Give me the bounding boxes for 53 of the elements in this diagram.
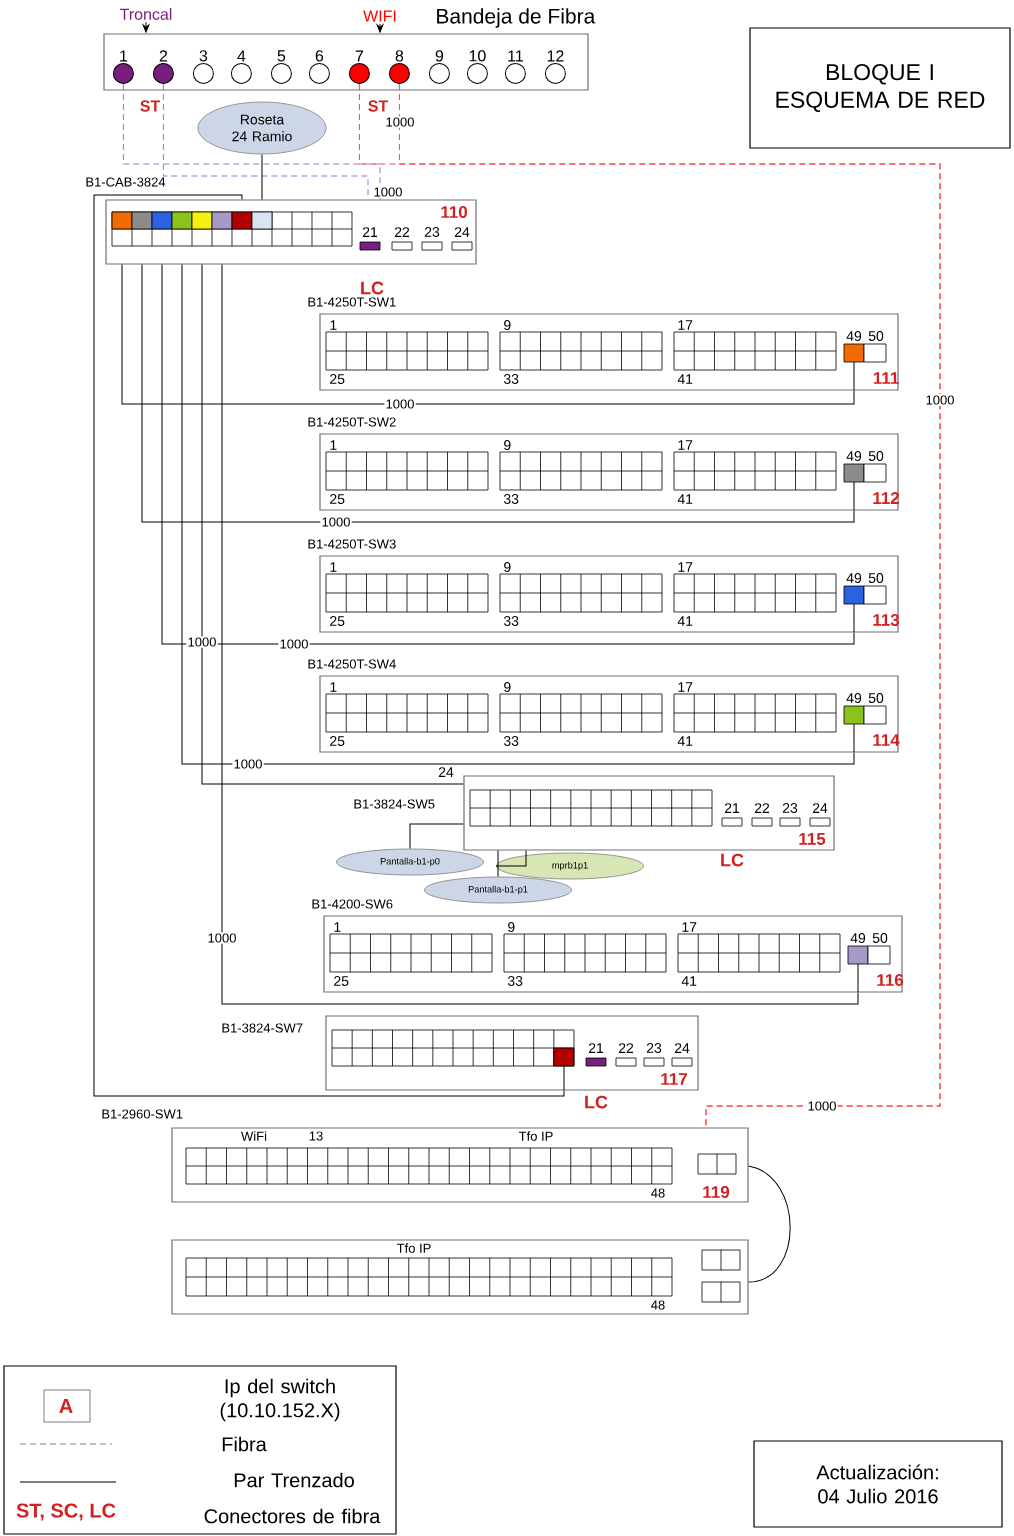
date-box: Actualización: 04 Julio 2016: [753, 1440, 1003, 1528]
connector-label: LC: [361, 281, 384, 295]
port-number: 8: [395, 50, 404, 62]
tray-title: Bandeja de Fibra: [437, 8, 596, 28]
port-number: 6: [315, 50, 324, 62]
legend-label: Ip del switch (10.10.152.X): [220, 1378, 340, 1422]
legend-label: Fibra: [222, 1436, 267, 1452]
legend-label: Conectores de fibra: [204, 1508, 381, 1524]
ip-label: 115: [799, 833, 826, 845]
ip-label: 119: [703, 1186, 730, 1198]
cable-line: [261, 153, 263, 200]
port-number: 3: [199, 50, 208, 62]
connector-label: ST: [140, 100, 161, 112]
cable-line: [93, 194, 565, 1097]
port-number: 10: [469, 50, 486, 62]
arrow: [142, 21, 150, 33]
fiber-line: [162, 83, 369, 200]
ip-label: 117: [661, 1073, 687, 1085]
cable-line: [497, 850, 499, 878]
title-box: BLOQUE I ESQUEMA DE RED: [749, 27, 1011, 149]
connector-label: LC: [585, 1095, 608, 1109]
cable-line: [495, 850, 527, 867]
port-number: 12: [547, 50, 564, 62]
ip-label: 116: [877, 974, 904, 986]
port-number: 2: [159, 50, 168, 62]
ip-label: 112: [873, 492, 900, 504]
port-number: 9: [435, 50, 444, 62]
fiber-line: [122, 83, 381, 200]
port-number: 4: [237, 50, 246, 62]
cable-line: [141, 264, 855, 523]
ip-label: 113: [873, 614, 900, 627]
connector-label: ST: [368, 100, 389, 112]
ip-label: 110: [441, 206, 467, 218]
connector-label: LC: [721, 853, 744, 867]
cable-line: [161, 264, 855, 645]
port-number: 11: [508, 50, 523, 62]
ip-label: 111: [873, 372, 899, 384]
cable-line: [221, 264, 859, 1005]
port-number: 7: [355, 50, 364, 62]
connector-label: ST, SC, LC: [16, 1503, 116, 1521]
trunk-label: WIFI: [363, 10, 396, 22]
port-number: 5: [277, 50, 286, 62]
ip-label: 114: [873, 734, 900, 746]
cable-line: [409, 823, 464, 850]
arrow: [376, 23, 384, 33]
cable-line: [121, 264, 855, 405]
legend-label: Par Trenzado: [234, 1472, 354, 1488]
cable-line: [181, 264, 855, 765]
cable-line: [748, 1165, 791, 1283]
port-number: 1: [120, 50, 128, 62]
legend-sample-box: A: [43, 1389, 91, 1423]
trunk-label: Troncal: [119, 8, 172, 20]
cable-line: [201, 264, 464, 785]
